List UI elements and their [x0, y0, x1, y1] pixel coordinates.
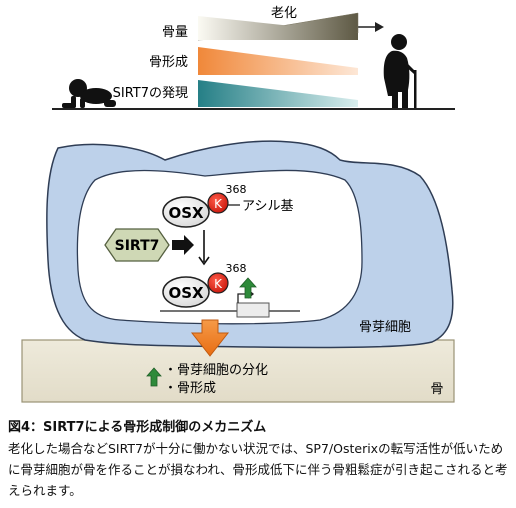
- figure-caption: 図4：SIRT7による骨形成制御のメカニズム 老化した場合などSIRT7が十分に…: [8, 418, 510, 501]
- acyl-label: アシル基: [242, 199, 293, 214]
- sirt7-label: SIRT7: [115, 238, 160, 254]
- mechanism-panel: 骨 骨芽細胞 OSX K 368 アシル基 SIRT7 OSX K 368: [21, 140, 455, 403]
- caption-body: 老化した場合などSIRT7が十分に働かない状況では、SP7/Osterixの転写…: [8, 441, 508, 498]
- aging-arrowhead: [375, 22, 384, 32]
- sirt7-expression-label: SIRT7の発現: [113, 86, 188, 101]
- aging-panel: 老化 骨量 骨形成 SIRT7の発現: [52, 6, 455, 110]
- osx-top-label: OSX: [168, 204, 204, 222]
- outcome-differentiation: ・骨芽細胞の分化: [164, 363, 268, 378]
- lysine-top-label: K: [214, 197, 223, 211]
- aging-label: 老化: [271, 6, 297, 21]
- sirt7-hexagon: [104, 228, 170, 262]
- bone-block: [21, 339, 455, 403]
- position-bottom-label: 368: [226, 262, 247, 275]
- bone-label: 骨: [430, 382, 443, 397]
- lysine-top: [207, 192, 229, 214]
- elderly-person-icon: [383, 34, 417, 108]
- mechanism-diagram: 老化 骨量 骨形成 SIRT7の発現: [21, 6, 455, 403]
- bone-formation-wedge: [198, 47, 358, 75]
- outcome-bone-formation: ・骨形成: [164, 381, 216, 396]
- sirt7-expression-wedge: [198, 80, 358, 107]
- gene-box: [236, 302, 270, 318]
- caption-title: 図4：SIRT7による骨形成制御のメカニズム: [8, 420, 267, 435]
- bone-mass-label: 骨量: [162, 25, 188, 40]
- bone-formation-label: 骨形成: [149, 55, 188, 70]
- osx-top: [162, 196, 210, 228]
- nucleus: [76, 169, 363, 325]
- osteoblast-label: 骨芽細胞: [359, 320, 411, 335]
- baby-icon: [62, 79, 116, 108]
- position-top-label: 368: [226, 183, 247, 196]
- lysine-bottom-label: K: [214, 277, 223, 291]
- osx-bottom-label: OSX: [168, 284, 204, 302]
- osx-bottom: [162, 276, 210, 308]
- green-up-arrow-transcription: [239, 277, 257, 299]
- green-up-arrow-outcome: [146, 367, 162, 387]
- lysine-bottom: [207, 272, 229, 294]
- orange-down-arrow: [190, 319, 230, 357]
- sirt7-action-arrow: [172, 235, 194, 255]
